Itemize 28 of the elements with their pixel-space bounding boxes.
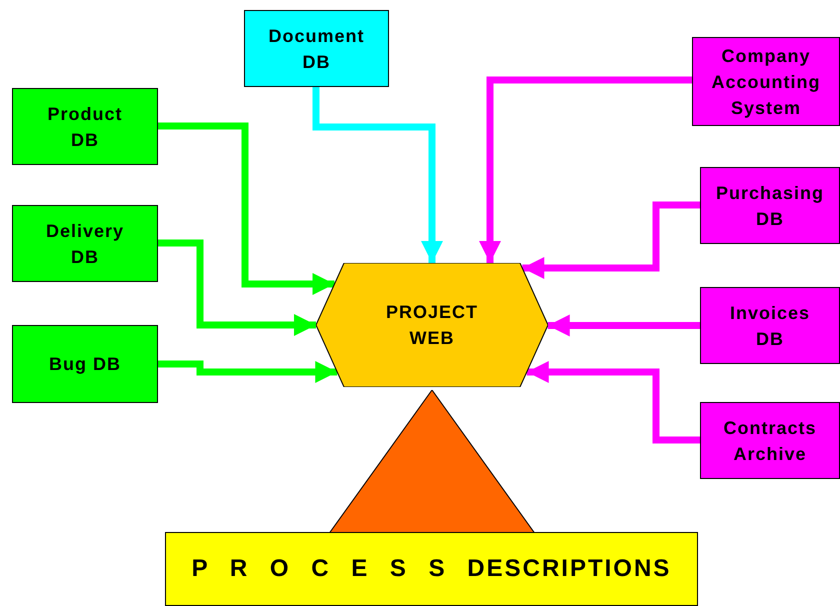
database-box: [244, 10, 389, 87]
node-label: Delivery DB: [44, 220, 126, 268]
process-banner: [165, 532, 698, 606]
node-label: Bug DB: [49, 353, 121, 376]
arrow: [158, 240, 316, 336]
node-label: Invoices DB: [728, 302, 812, 350]
node-label: Company Accounting System: [710, 44, 822, 120]
archive-box: [700, 402, 840, 479]
arrow: [522, 202, 700, 279]
database-box: [700, 287, 840, 364]
database-box: [12, 325, 158, 403]
banner-title: P R O C E S S DESCRIPTIONS: [192, 556, 672, 582]
node-label: Product DB: [46, 102, 124, 152]
arrow: [312, 87, 443, 263]
node-label: Contracts Archive: [722, 416, 818, 466]
database-box: [12, 205, 158, 282]
arrow: [158, 122, 335, 295]
arrow: [548, 314, 700, 336]
triangle-shape: [328, 390, 536, 535]
node-label: Purchasing DB: [714, 182, 826, 230]
arrow: [158, 360, 338, 383]
arrow: [526, 361, 700, 444]
system-box: [692, 37, 840, 126]
database-box: [12, 88, 158, 165]
node-label: Document DB: [267, 24, 366, 74]
node-label: PROJECT WEB: [384, 301, 480, 350]
arrow: [479, 76, 692, 263]
database-box: [700, 167, 840, 244]
